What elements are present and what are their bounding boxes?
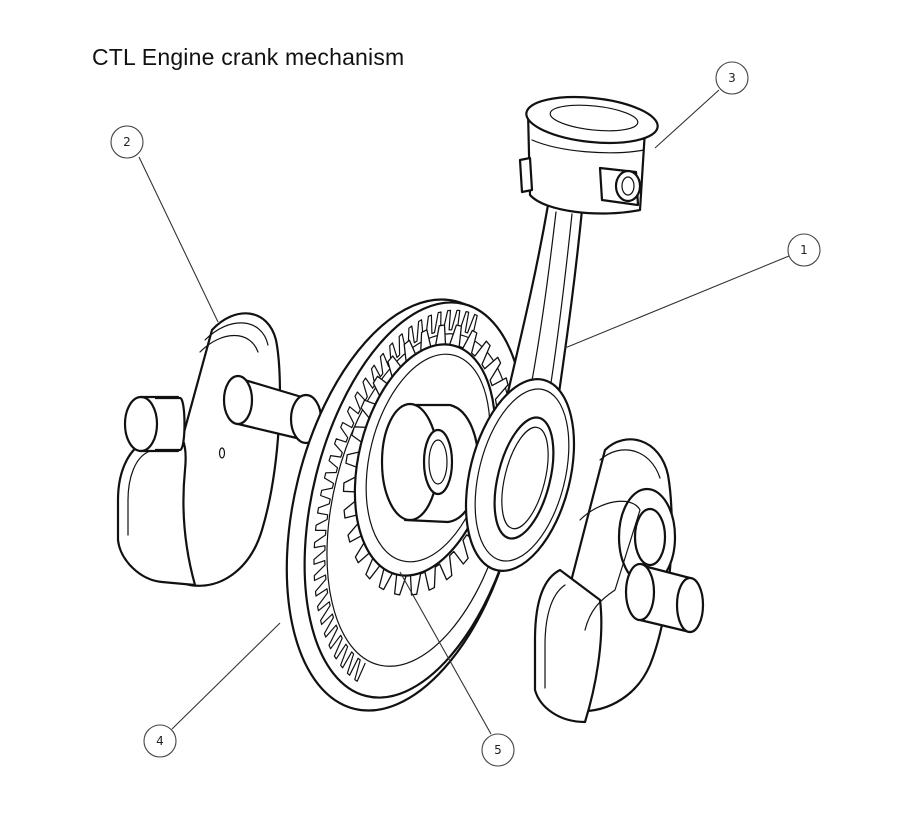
piston [518,95,659,215]
callout-3: 3 [654,61,749,149]
connecting-rod [464,203,584,572]
pinion-gear [342,324,514,596]
callout-2: 2 [110,125,219,323]
callout-5-label: 5 [494,743,502,757]
callout-3-label: 3 [728,71,736,85]
callout-4-label: 4 [156,734,164,748]
callout-1-label: 1 [800,243,808,257]
right-crank-web [533,438,705,724]
callout-5: 5 [399,571,515,767]
callout-4: 4 [143,622,281,758]
callout-1: 1 [564,233,821,349]
callout-2-label: 2 [123,135,131,149]
left-crank-web [116,312,323,587]
diagram-title: CTL Engine crank mechanism [92,44,405,70]
